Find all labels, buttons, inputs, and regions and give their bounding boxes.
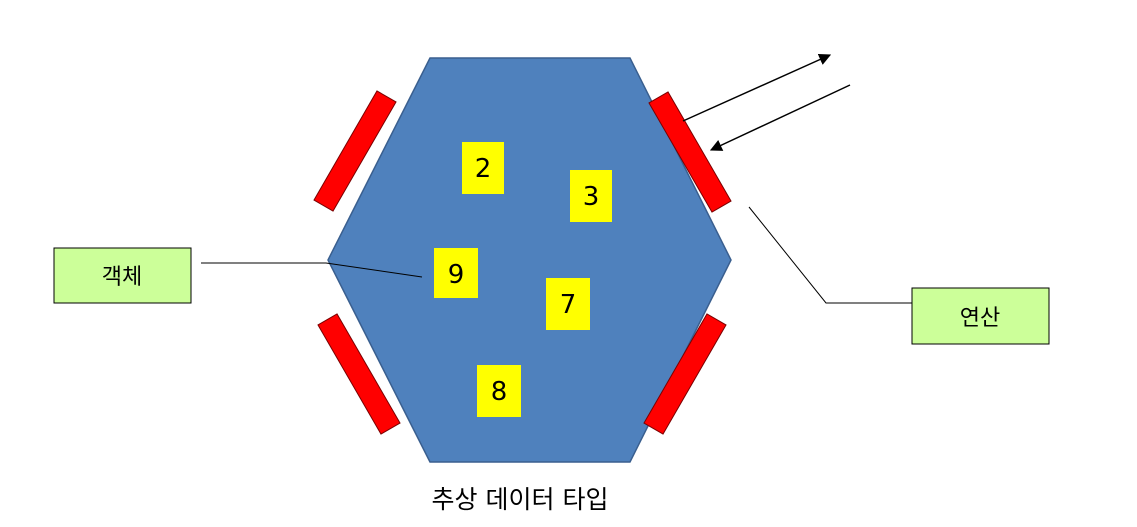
data-item: 9 [434,248,478,298]
operation-bar-bottom-right [643,313,727,435]
diagram-caption: 추상 데이터 타입 [432,485,609,514]
data-item-value: 8 [491,377,508,407]
object-leader-line [201,262,423,278]
operation-bar-top-left [313,90,397,212]
data-item: 3 [570,170,612,222]
operation-leader-line [748,206,912,304]
data-item: 8 [477,365,521,417]
data-item-value: 7 [560,290,577,320]
data-item-value: 3 [583,182,600,212]
operation-label-box: 연산 [911,287,1050,345]
data-item: 2 [462,142,504,194]
outgoing-arrow [682,53,832,122]
operation-label: 연산 [960,306,1000,331]
incoming-arrow [709,84,851,151]
data-item: 7 [546,278,590,330]
operation-bar-bottom-left [317,313,401,435]
data-item-value: 9 [448,260,465,290]
object-label-box: 객체 [53,247,192,304]
data-item-value: 2 [475,154,492,184]
adt-hexagon [327,57,732,463]
operation-bar-top-right [648,91,732,213]
object-label: 객체 [102,265,142,290]
